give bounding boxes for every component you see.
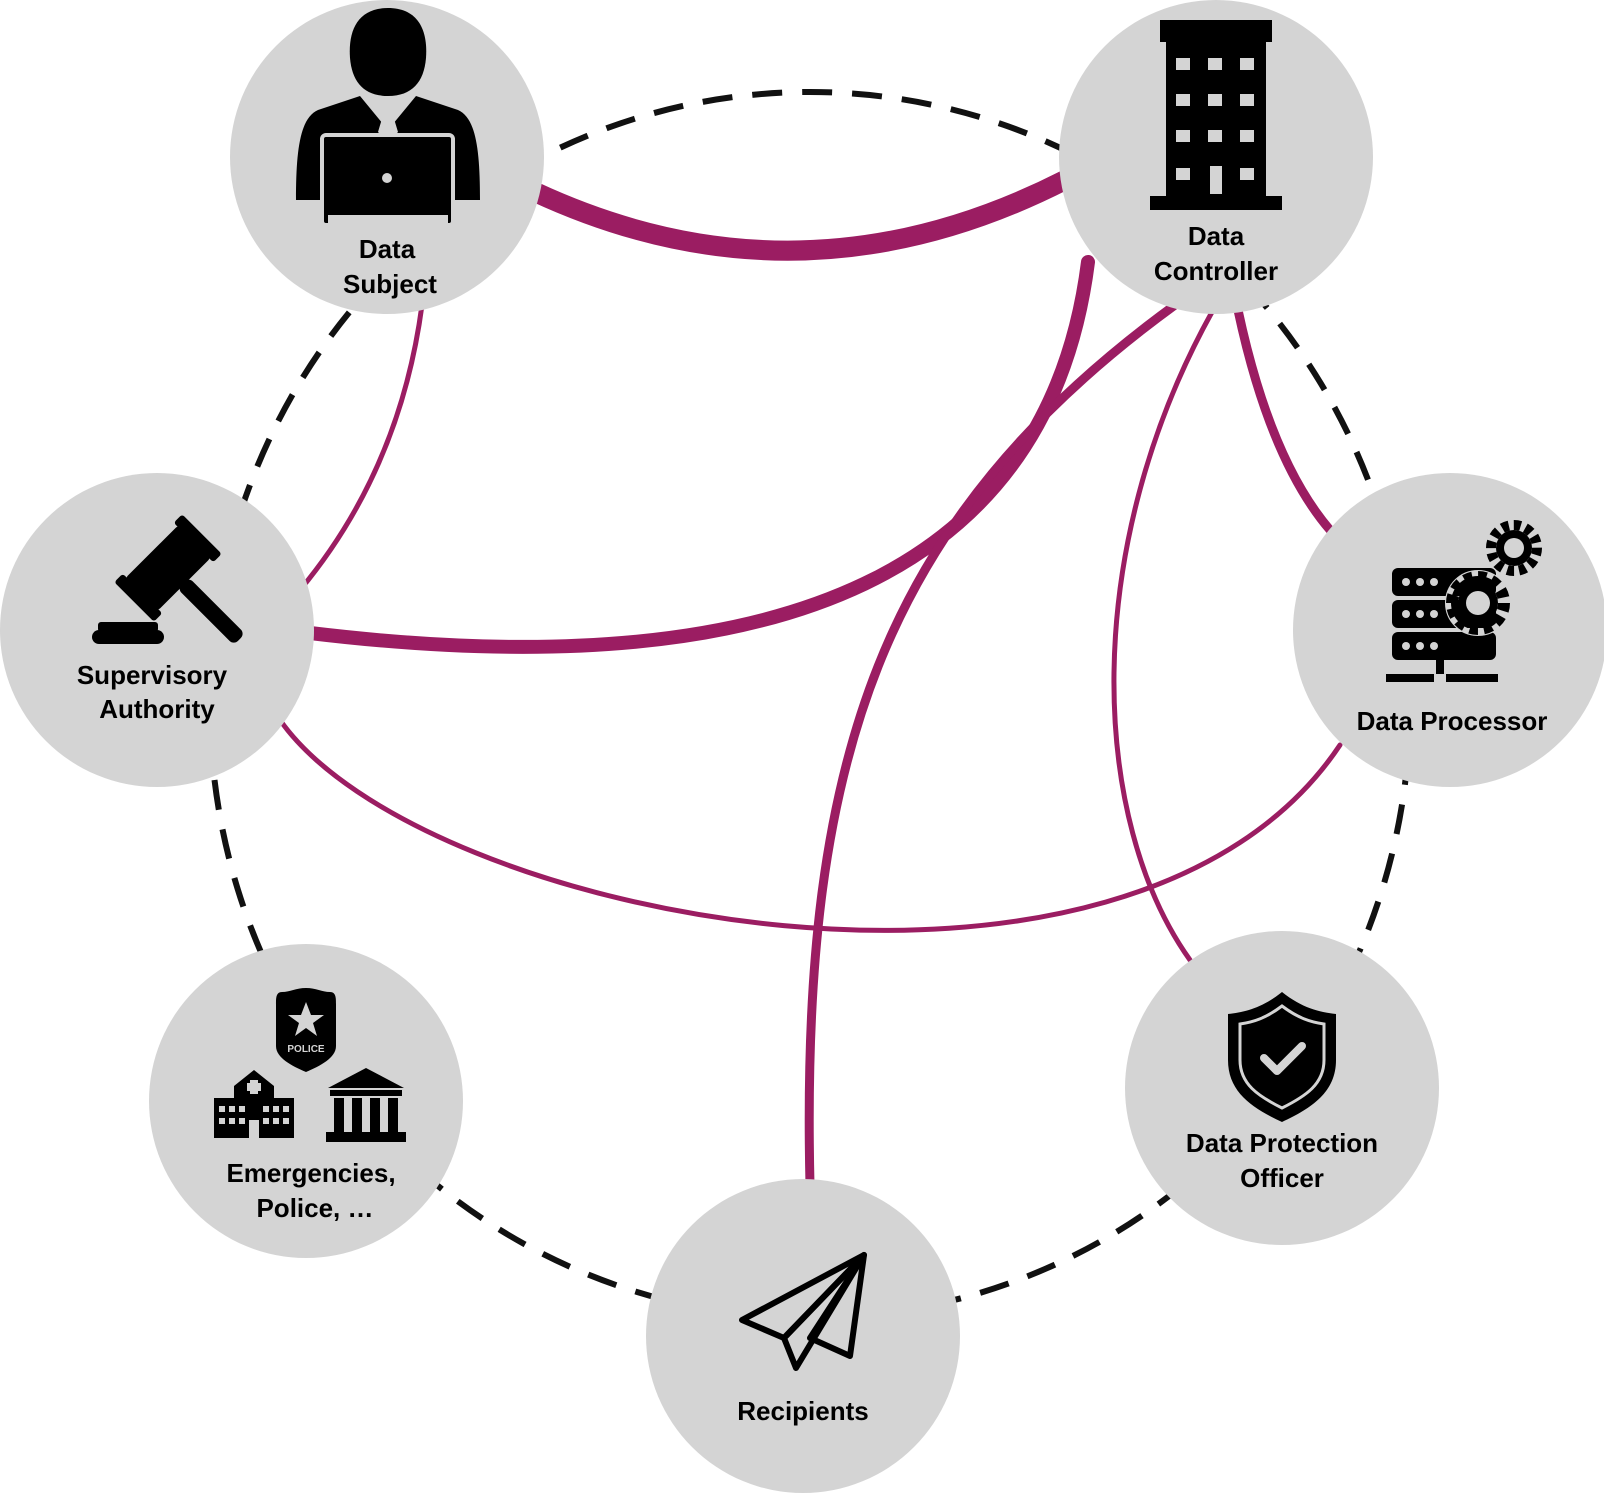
data-processor-label: Data Processor [1357,706,1548,736]
server-gears-icon [1386,520,1542,682]
link-subject-controller [525,170,1075,261]
relationship-links [277,170,1343,1190]
data-subject-label-line1: Data [359,234,416,264]
dpo-label-line2: Officer [1240,1163,1324,1193]
bank-icon [326,1068,406,1142]
link-controller-processor [1233,305,1335,535]
police-badge-text: POLICE [287,1044,325,1055]
police-badge-icon: POLICE [276,988,336,1072]
node-recipients [646,1179,960,1493]
emergencies-label-line2: Police, … [256,1193,373,1223]
gear-icon-large [1445,570,1511,636]
emergencies-label-line1: Emergencies, [226,1158,395,1188]
paper-plane-icon [739,1252,867,1371]
supervisory-authority-label-line2: Authority [99,694,215,724]
office-building-icon [1150,20,1282,210]
gavel-icon [92,515,243,644]
police-hospital-bank-icon: POLICE [214,988,406,1142]
data-controller-label-line1: Data [1188,221,1245,251]
link-authority-processor [277,717,1343,933]
gear-icon-small [1486,520,1542,576]
node-labels: Data Subject Data Controller Supervisory… [77,221,1548,1426]
node-emergencies [149,944,463,1258]
node-data-processor [1293,473,1604,787]
supervisory-authority-label-line1: Supervisory [77,660,228,690]
person-laptop-icon [296,8,480,227]
data-subject-label-line2: Subject [343,269,437,299]
shield-check-icon [1228,992,1336,1122]
link-subject-authority [297,302,425,593]
link-controller-authority [303,255,1095,654]
recipients-label: Recipients [737,1396,869,1426]
dpo-label-line1: Data Protection [1186,1128,1378,1158]
link-controller-dpo [1111,309,1215,963]
link-controller-recipients [804,300,1180,1190]
data-controller-label-line2: Controller [1154,256,1278,286]
hospital-icon [214,1070,294,1138]
